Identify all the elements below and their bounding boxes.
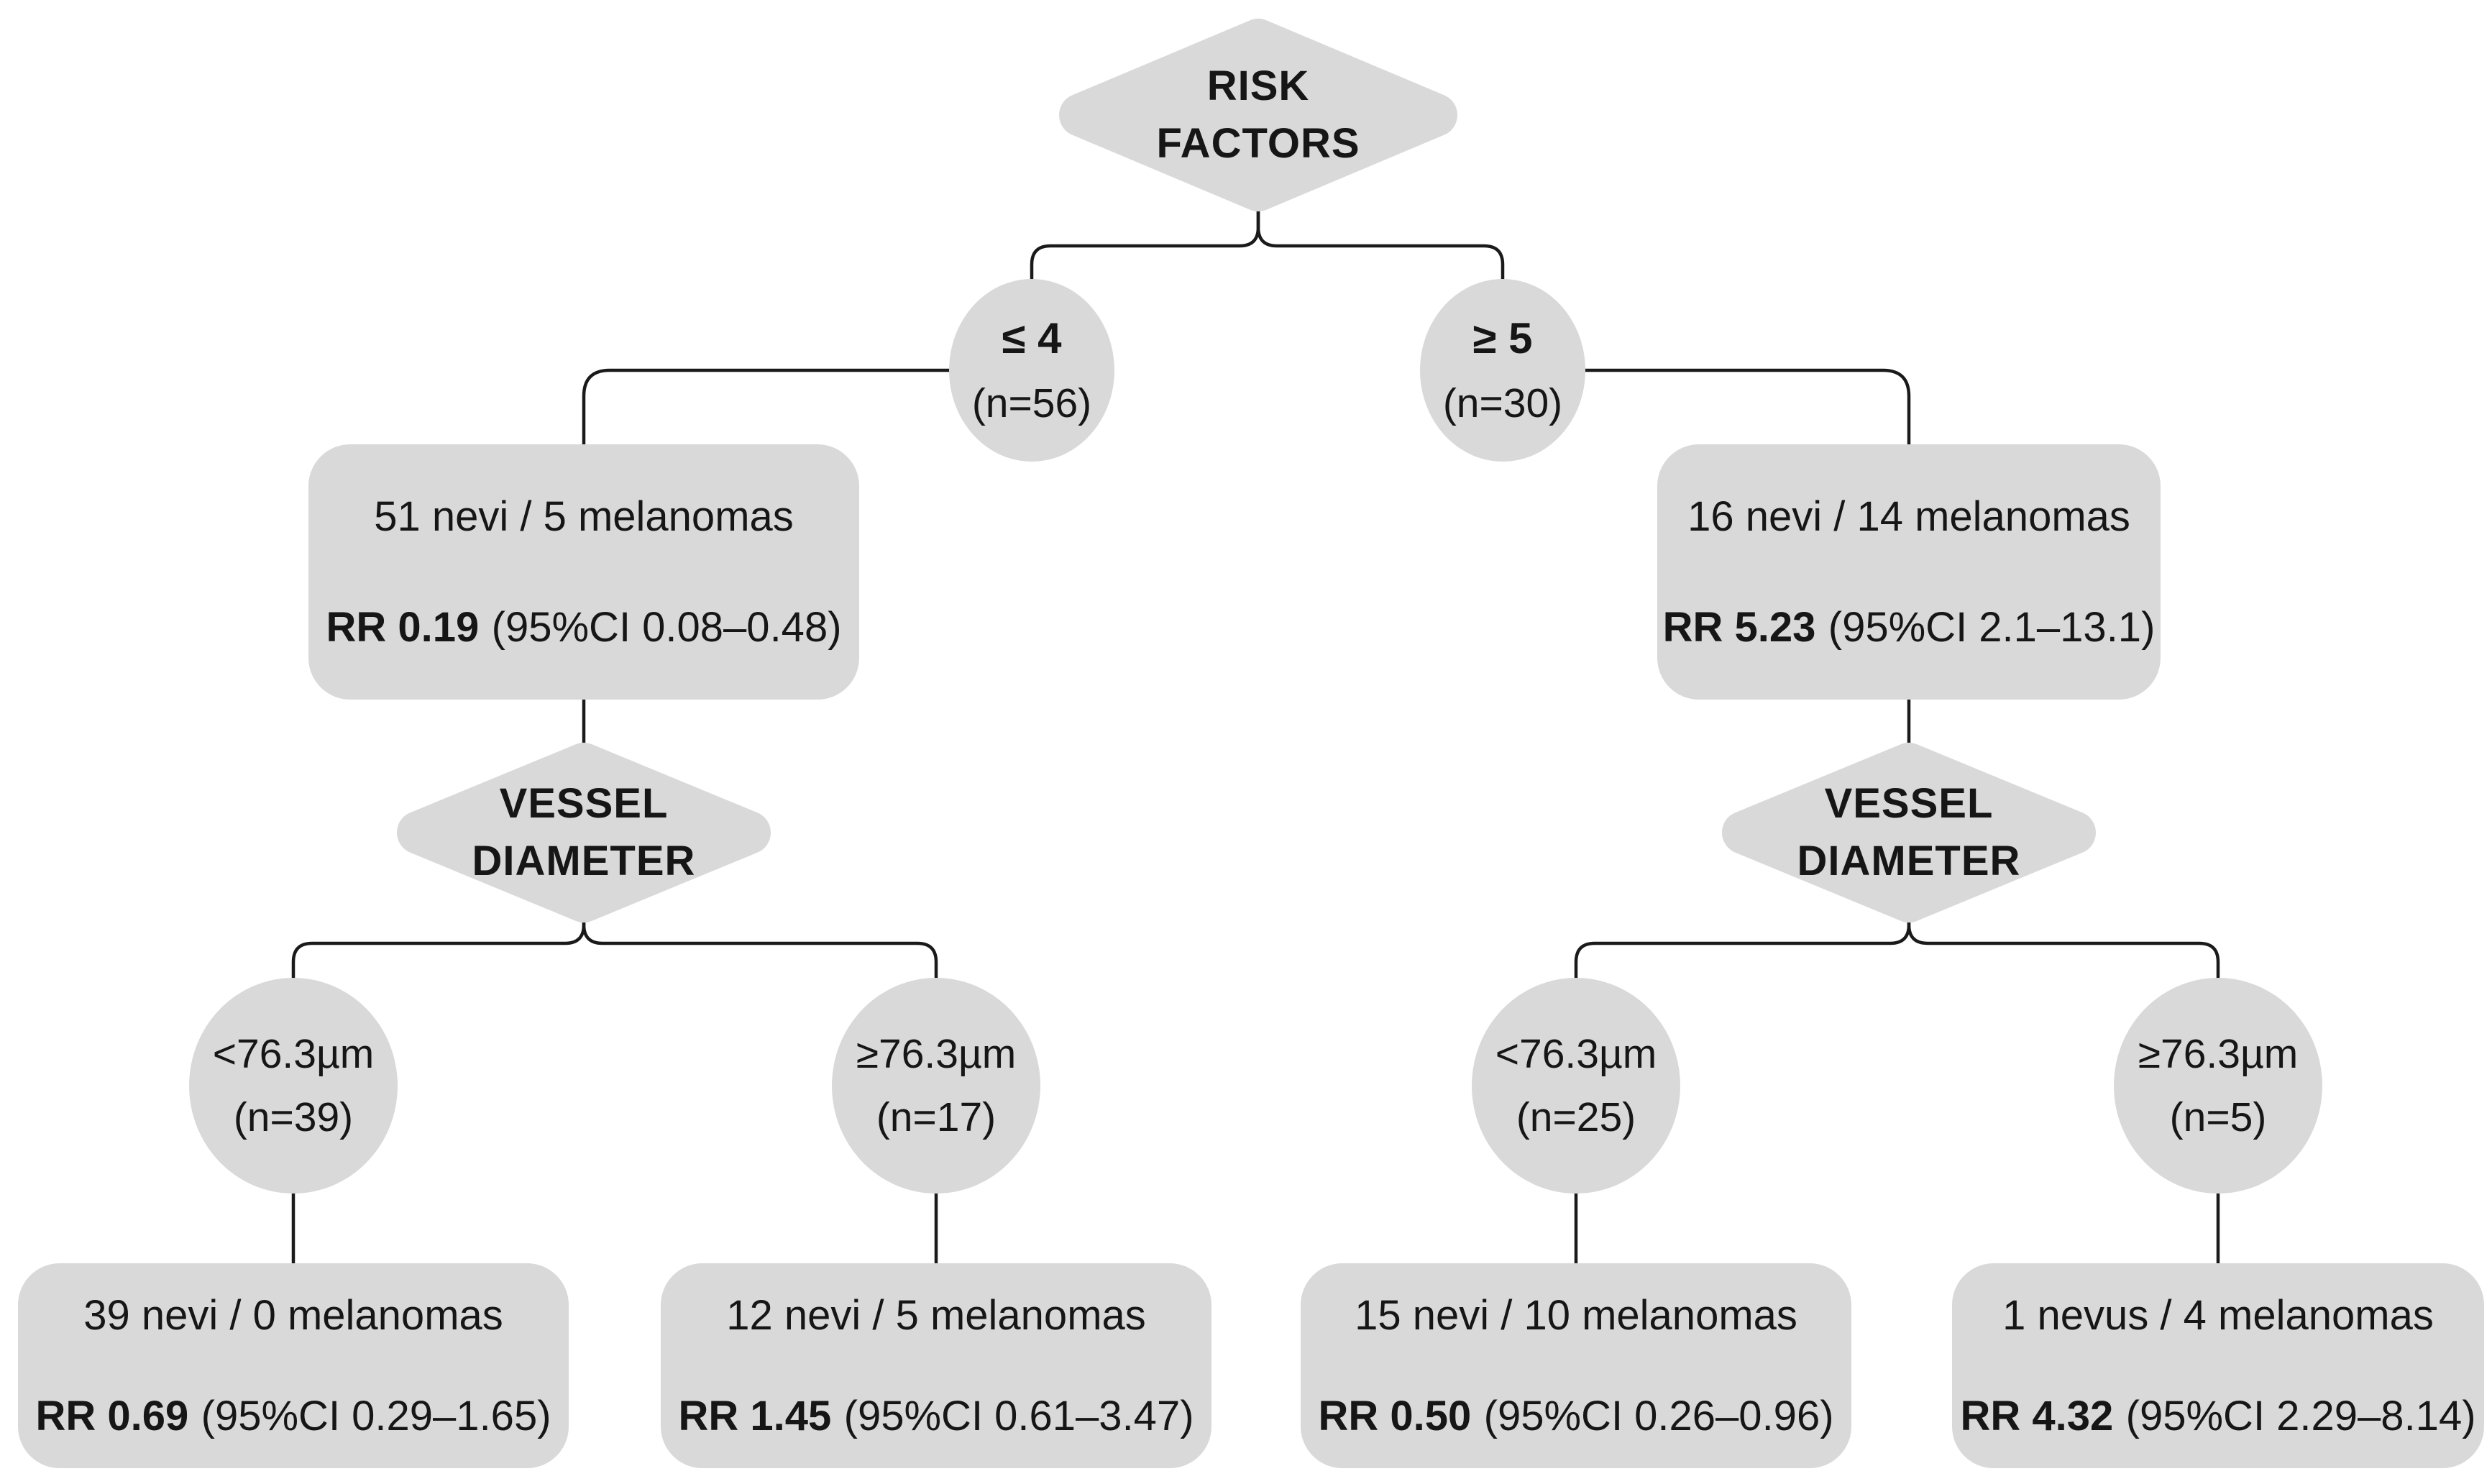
outcome-n5-ci: (95%CI 2.29–8.14) (2125, 1392, 2476, 1439)
connector-vessel-right-to-lt76 (1574, 895, 1911, 983)
connector-lines (291, 205, 2220, 1269)
connector-vessel-left-to-lt76 (291, 895, 586, 983)
outcome-n17-rr: RR 1.45 (678, 1392, 832, 1439)
outcome-n17-counts: 12 nevi / 5 melanomas (726, 1291, 1146, 1339)
condition-ge76-n5-value: ≥76.3µm (2138, 1030, 2299, 1077)
condition-lt76-n25-node: <76.3µm (n=25) (1472, 999, 1680, 1172)
connector-root-to-le4 (1030, 205, 1260, 284)
vessel-diameter-left-diamond (397, 743, 771, 922)
vessel-diameter-right-diamond (1722, 743, 2096, 922)
condition-ge5-value: ≥ 5 (1472, 314, 1533, 363)
connector-le4-to-low-outcome (582, 368, 958, 449)
outcome-box-n25: 15 nevi / 10 melanomas RR 0.50(95%CI 0.2… (1301, 1263, 1851, 1468)
outcome-box-n17: 12 nevi / 5 melanomas RR 1.45(95%CI 0.61… (661, 1263, 1211, 1468)
risk-factors-line2: FACTORS (1156, 120, 1360, 167)
outcome-n17-ci: (95%CI 0.61–3.47) (843, 1392, 1194, 1439)
outcome-n25-rr-line: RR 0.50(95%CI 0.26–0.96) (1318, 1384, 1833, 1449)
condition-lt76-n39-node: <76.3µm (n=39) (189, 999, 398, 1172)
risk-factors-node: RISK FACTORS (1078, 43, 1438, 187)
outcome-n5-rr-line: RR 4.32(95%CI 2.29–8.14) (1960, 1384, 2475, 1449)
condition-ge76-n5-node: ≥76.3µm (n=5) (2114, 999, 2322, 1172)
vessel-diameter-left-node: VESSEL DIAMETER (404, 761, 764, 904)
condition-lt76-n25-n: (n=25) (1516, 1094, 1636, 1140)
ge76-n17-ellipse (832, 978, 1040, 1194)
vessel-diameter-right-node: VESSEL DIAMETER (1729, 761, 2089, 904)
connector-ge5-to-high-outcome (1578, 368, 1911, 449)
outcome-rect-n5 (1952, 1263, 2484, 1468)
outcome-n5-rr: RR 4.32 (1960, 1392, 2114, 1439)
condition-ge76-n17-n: (n=17) (876, 1094, 997, 1140)
low-risk-counts: 51 nevi / 5 melanomas (374, 493, 794, 540)
connector-vessel-left-to-ge76 (582, 895, 938, 983)
outcome-box-n5: 1 nevus / 4 melanomas RR 4.32(95%CI 2.29… (1952, 1263, 2484, 1468)
vessel-left-line1: VESSEL (499, 779, 669, 827)
condition-le4-n: (n=56) (971, 380, 1092, 427)
lt76-n39-ellipse (189, 978, 398, 1194)
high-risk-ci: (95%CI 2.1–13.1) (1828, 603, 2156, 651)
high-risk-counts: 16 nevi / 14 melanomas (1687, 493, 2130, 540)
node-shapes (397, 19, 2096, 922)
outcome-n39-rr-line: RR 0.69 (95%CI 0.29–1.65) (35, 1384, 551, 1449)
risk-factors-diamond (1059, 19, 1457, 211)
high-risk-outcome-rect (1657, 444, 2161, 700)
connector-vessel-right-to-ge76 (1907, 895, 2220, 983)
ge76-n5-ellipse (2114, 978, 2322, 1194)
condition-ge5-n: (n=30) (1442, 380, 1563, 427)
condition-lt76-n39-n: (n=39) (233, 1094, 354, 1140)
connector-root-to-ge5 (1256, 205, 1505, 284)
outcome-rect-n17 (661, 1263, 1211, 1468)
outcome-n17-rr-line: RR 1.45(95%CI 0.61–3.47) (678, 1384, 1194, 1449)
condition-lt76-n39-value: <76.3µm (212, 1030, 375, 1077)
risk-factors-line1: RISK (1206, 62, 1310, 109)
condition-le4-value: ≤ 4 (1002, 314, 1062, 363)
high-risk-rr: RR 5.23 (1662, 603, 1816, 651)
le4-ellipse (949, 279, 1114, 462)
low-risk-outcome-box: 51 nevi / 5 melanomas RR 0.19(95%CI 0.08… (308, 444, 859, 700)
condition-ge76-n5-n: (n=5) (2169, 1094, 2267, 1140)
outcome-n39-rr: RR 0.69 (35, 1392, 189, 1439)
low-risk-rr: RR 0.19 (326, 603, 480, 651)
vessel-right-line2: DIAMETER (1797, 838, 2021, 884)
outcome-n39-ci: (95%CI 0.29–1.65) (201, 1392, 551, 1439)
outcome-n25-ci: (95%CI 0.26–0.96) (1483, 1392, 1834, 1439)
outcome-rect-n25 (1301, 1263, 1851, 1468)
outcome-rect-n39 (18, 1263, 569, 1468)
condition-ge76-n17-node: ≥76.3µm (n=17) (832, 999, 1040, 1172)
outcome-box-n39: 39 nevi / 0 melanomas RR 0.69 (95%CI 0.29… (18, 1263, 569, 1468)
vessel-left-line2: DIAMETER (472, 838, 696, 884)
ge5-ellipse (1420, 279, 1585, 462)
condition-le4-node: ≤ 4 (n=56) (949, 284, 1114, 457)
high-risk-rr-line: RR 5.23(95%CI 2.1–13.1) (1663, 595, 2156, 660)
outcome-n25-counts: 15 nevi / 10 melanomas (1355, 1291, 1797, 1339)
lt76-n25-ellipse (1472, 978, 1680, 1194)
outcome-n39-counts: 39 nevi / 0 melanomas (83, 1291, 503, 1339)
low-risk-ci: (95%CI 0.08–0.48) (491, 603, 842, 651)
low-risk-rr-line: RR 0.19(95%CI 0.08–0.48) (326, 595, 841, 660)
low-risk-outcome-rect (308, 444, 859, 700)
condition-ge5-node: ≥ 5 (n=30) (1420, 284, 1585, 457)
high-risk-outcome-box: 16 nevi / 14 melanomas RR 5.23(95%CI 2.1… (1657, 444, 2161, 700)
outcome-n5-counts: 1 nevus / 4 melanomas (2002, 1291, 2434, 1339)
condition-lt76-n25-value: <76.3µm (1495, 1030, 1657, 1077)
vessel-right-line1: VESSEL (1824, 779, 1994, 827)
condition-ge76-n17-value: ≥76.3µm (856, 1030, 1017, 1077)
node-shapes-2 (18, 279, 2484, 1468)
outcome-n25-rr: RR 0.50 (1318, 1392, 1472, 1439)
